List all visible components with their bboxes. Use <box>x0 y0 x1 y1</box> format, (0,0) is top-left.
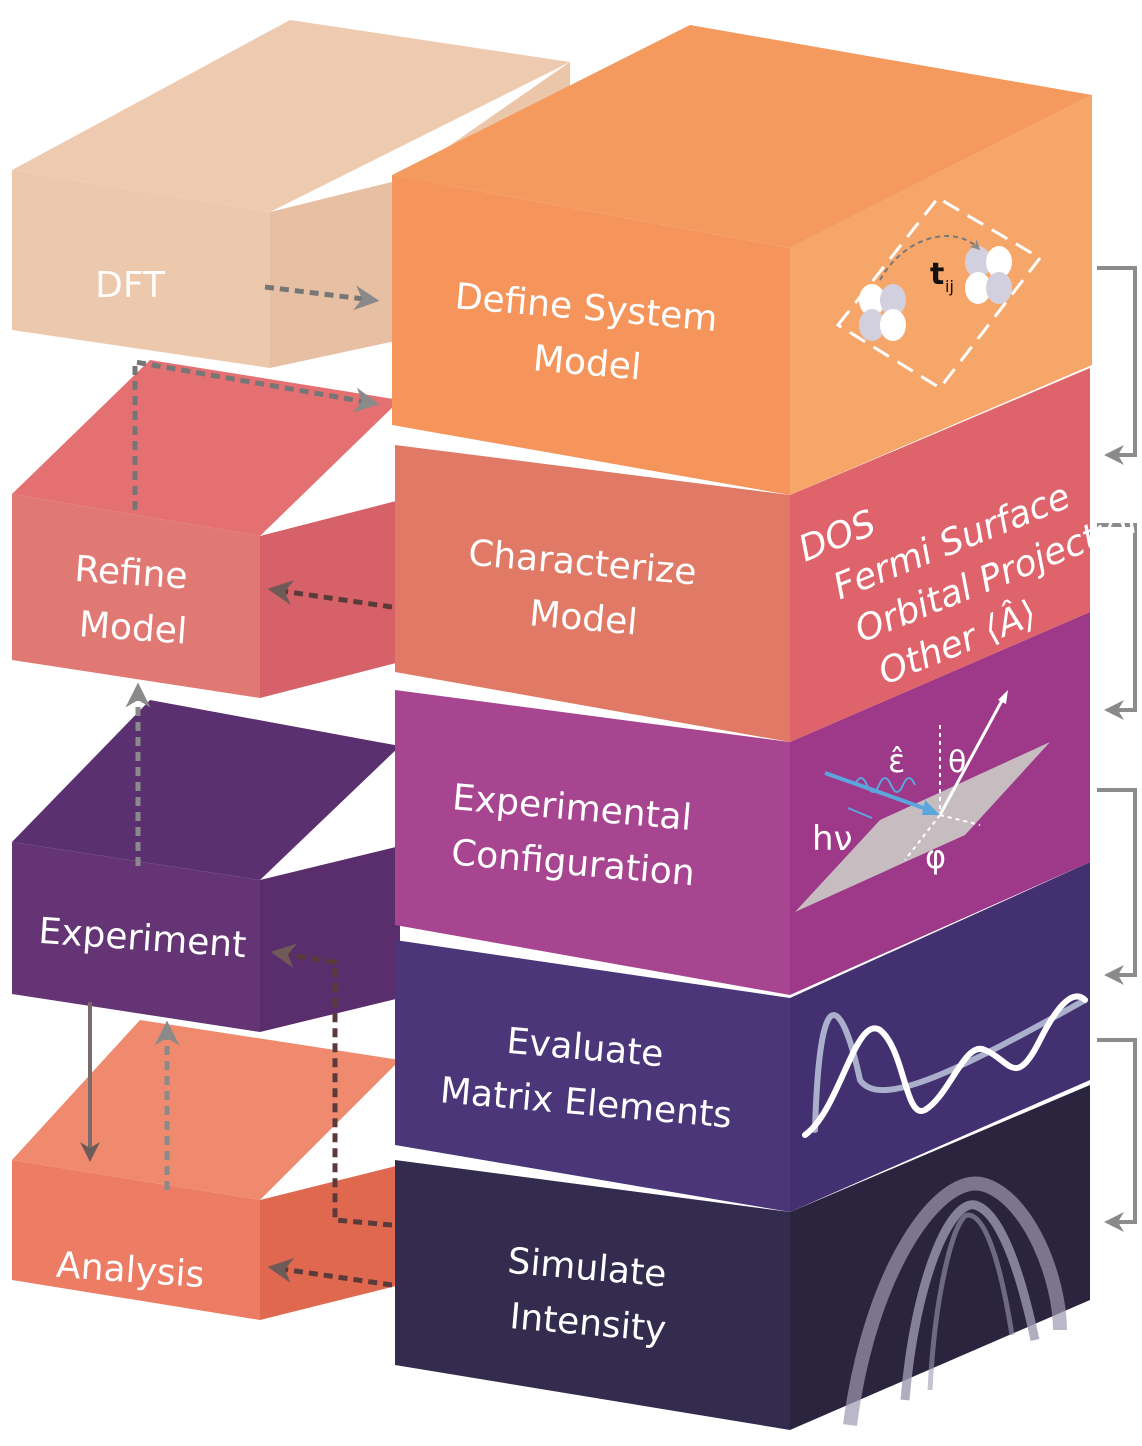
step-brackets <box>1097 266 1137 1232</box>
analysis-top <box>12 1020 400 1200</box>
phi-symbol: φ <box>925 838 946 876</box>
dft-to-define-arrow <box>264 284 380 311</box>
analysis-front <box>12 1160 260 1320</box>
dft-side <box>270 180 400 368</box>
simulate-to-analysis-arrow <box>267 1258 393 1288</box>
evaluate-block <box>395 862 1090 1212</box>
experiment-top <box>12 700 400 880</box>
experiment-block <box>12 700 400 1032</box>
simulate-to-experiment-arrow <box>270 943 393 1228</box>
refine-label-line1: Refine <box>73 549 189 598</box>
bracket-define-characterize <box>1097 266 1137 465</box>
experiment-side <box>260 846 400 1032</box>
theta-symbol: θ <box>948 745 966 780</box>
right-orbital-icon <box>965 246 1012 304</box>
experiment-front <box>12 842 260 1032</box>
define-top <box>392 25 1092 248</box>
simulate-block <box>395 1085 1090 1430</box>
characterize-front <box>395 445 790 742</box>
characterize-label-line2: Model <box>528 593 639 643</box>
dft-top <box>12 20 570 212</box>
hopping-subscript: ij <box>945 277 954 296</box>
photon-beam-arrow <box>824 771 936 814</box>
left-orbital-icon <box>859 284 906 341</box>
characterize-to-refine-arrow <box>267 580 393 610</box>
dft-front <box>12 170 270 368</box>
refine-top <box>12 360 400 536</box>
evaluate-side <box>790 862 1090 1212</box>
sample-plane <box>795 742 1050 912</box>
refine-front <box>12 494 260 698</box>
bracket-evaluate-simulate <box>1097 1038 1137 1232</box>
experimental-block <box>395 612 1090 995</box>
orbital-hopping-icon <box>835 196 1043 390</box>
experimental-front <box>395 690 790 995</box>
analysis-side <box>260 1165 400 1320</box>
define-side <box>790 95 1092 495</box>
define-block <box>392 25 1092 495</box>
refine-block <box>12 360 400 698</box>
characterize-side <box>790 368 1090 742</box>
scattering-geometry-icon <box>795 690 1050 912</box>
simulate-front <box>395 1160 790 1430</box>
define-front <box>392 175 790 495</box>
bracket-characterize-experimental <box>1097 523 1137 720</box>
define-label-line2: Model <box>531 338 642 388</box>
wave-icon <box>802 993 1088 1138</box>
refine-label-line2: Model <box>78 604 189 652</box>
dft-block <box>12 20 570 368</box>
refine-to-define-arrow <box>132 359 380 510</box>
bracket-experimental-evaluate <box>1097 788 1137 985</box>
polarization-symbol: ε̂ <box>888 742 905 780</box>
arc-band-icon <box>843 1176 1067 1426</box>
dft-label: DFT <box>95 265 166 306</box>
characterize-block <box>395 368 1090 742</box>
outgoing-electron-arrow <box>938 694 1007 816</box>
flow-arrows <box>125 284 393 1288</box>
refine-label: Refine Model <box>69 549 200 653</box>
hopping-symbol: t <box>930 257 944 292</box>
evaluate-front <box>395 940 790 1212</box>
photon-energy-symbol: hν <box>812 819 853 859</box>
analysis-block <box>12 1020 400 1320</box>
